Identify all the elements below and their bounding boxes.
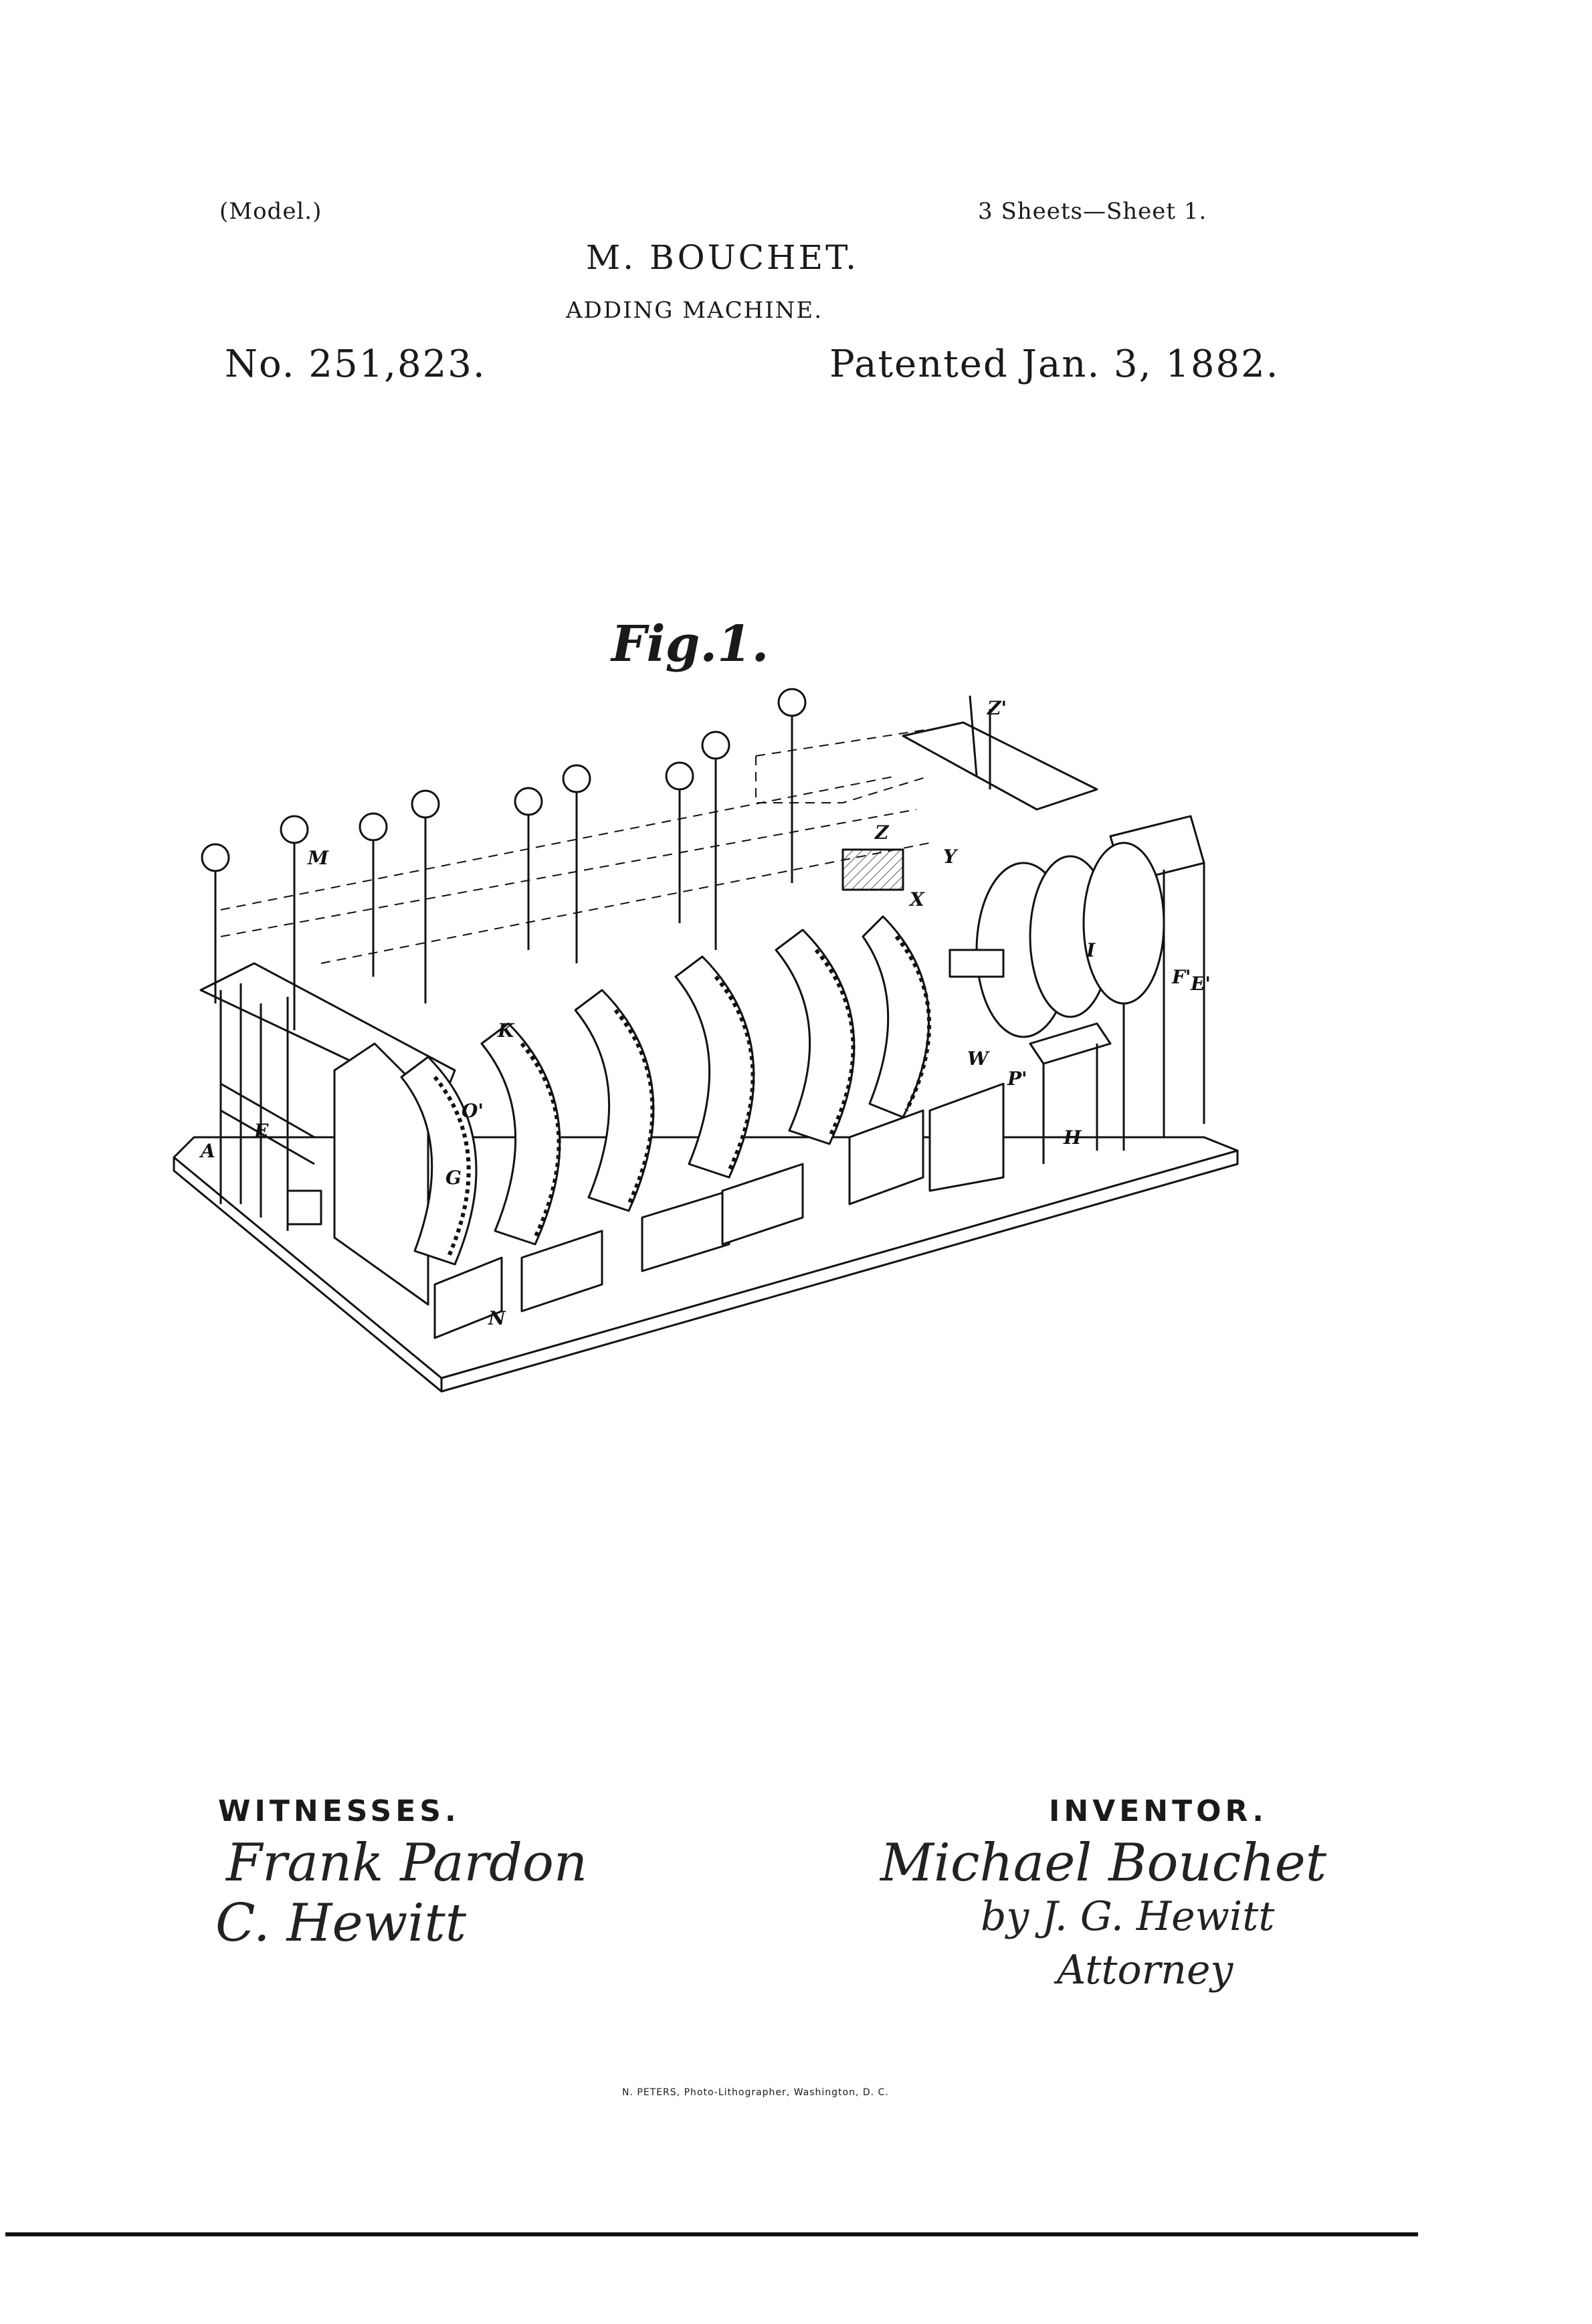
witness-signature-2: C. Hewitt <box>215 1893 467 1953</box>
patent-number: No. 251,823. <box>225 343 486 386</box>
label-X: X <box>908 888 925 910</box>
inventor-heading: INVENTOR. <box>1049 1794 1268 1828</box>
witnesses-heading: WITNESSES. <box>218 1794 460 1828</box>
lithographer-credit: N. PETERS, Photo-Lithographer, Washingto… <box>622 2087 889 2098</box>
label-A: A <box>199 1140 215 1162</box>
patent-date: Patented Jan. 3, 1882. <box>829 343 1280 386</box>
label-W: W <box>967 1048 990 1070</box>
counter-mechanism <box>841 695 1205 1164</box>
label-F1: F' <box>1171 966 1191 988</box>
figure-label: Fig.1. <box>611 615 769 673</box>
label-O1: O' <box>462 1100 484 1122</box>
label-K: K <box>497 1020 515 1042</box>
label-Y: Y <box>943 846 959 868</box>
label-Z1: Z' <box>987 697 1007 719</box>
model-label: (Model.) <box>219 198 322 225</box>
label-P1: P' <box>1007 1068 1027 1090</box>
part-labels: A E E' F' G H K M N O' P' W X Y Z Z' I <box>199 697 1211 1329</box>
gear-teeth <box>433 935 932 1259</box>
label-I: I <box>1086 939 1096 961</box>
label-E1: E' <box>1190 973 1211 995</box>
label-Z: Z <box>874 821 890 844</box>
attorney-role: Attorney <box>1057 1947 1233 1994</box>
label-N: N <box>488 1307 506 1329</box>
label-G: G <box>445 1167 462 1189</box>
patent-title: ADDING MACHINE. <box>566 297 823 324</box>
label-H: H <box>1063 1127 1082 1149</box>
key-levers <box>201 688 807 1030</box>
witness-signature-1: Frank Pardon <box>226 1833 588 1893</box>
inventor-signature: Michael Bouchet <box>880 1833 1327 1893</box>
label-M: M <box>307 847 329 869</box>
attorney-byline: by J. G. Hewitt <box>981 1893 1275 1940</box>
label-E: E <box>254 1120 269 1142</box>
guide-lines <box>220 729 1017 964</box>
gear-plates <box>400 915 930 1266</box>
inventor-name: M. BOUCHET. <box>586 238 860 277</box>
step-blocks <box>433 1082 1005 1339</box>
sheet-count: 3 Sheets—Sheet 1. <box>978 198 1207 225</box>
